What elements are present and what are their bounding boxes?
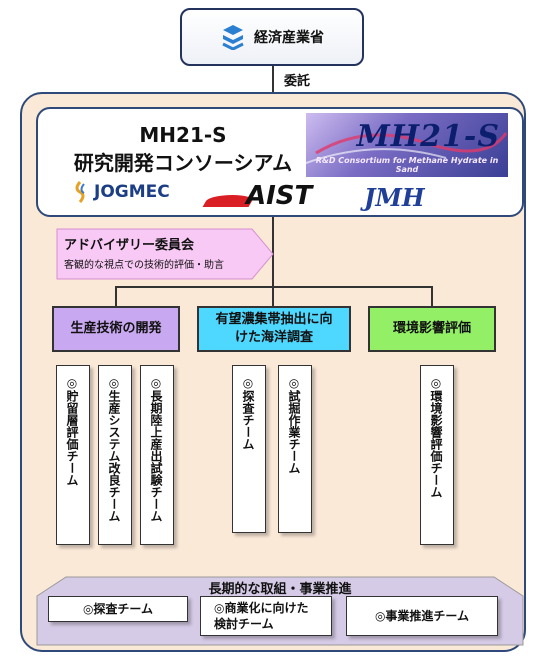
consortium-title: MH21-S 研究開発コンソーシアム xyxy=(58,121,308,177)
advisory-subtitle: 客観的な視点での技術的評価・助言 xyxy=(64,260,224,271)
long-term-item-commercialization: ◎商業化に向けた検討チーム xyxy=(200,596,332,636)
branch-drop-2 xyxy=(272,286,274,306)
long-term-section: 長期的な取組・事業推進 ◎探査チーム ◎商業化に向けた検討チーム ◎事業推進チー… xyxy=(36,576,524,646)
advisory-committee: アドバイザリー委員会 客観的な視点での技術的評価・助言 xyxy=(56,228,274,280)
logo-sub-text: R&D Consortium for Methane Hydrate in Sa… xyxy=(315,156,499,174)
group-label: 環境影響評価 xyxy=(392,321,471,336)
team-label: ◎生産システム改良チーム xyxy=(107,376,121,522)
advisory-title: アドバイザリー委員会 xyxy=(64,238,195,253)
jogmec-logo: JOGMEC xyxy=(72,181,170,203)
team-label: ◎探査チーム xyxy=(241,376,255,450)
aist-logo: AIST xyxy=(202,181,313,211)
team-label: ◎試掘作業チーム xyxy=(287,376,301,474)
consortium-box: MH21-S 研究開発コンソーシアム MH21-S R&D Consortium… xyxy=(36,107,524,217)
branch-drop-3 xyxy=(431,286,433,306)
team-long-term-test: ◎長期陸上産出試験チーム xyxy=(140,365,174,545)
mh21s-logo: MH21-S R&D Consortium for Methane Hydrat… xyxy=(306,113,508,177)
jmh-logo: JMH xyxy=(364,183,425,212)
jogmec-mark-icon xyxy=(75,181,85,203)
relation-label: 委託 xyxy=(284,74,311,89)
group-environment: 環境影響評価 xyxy=(368,306,496,352)
group-production-tech: 生産技術の開発 xyxy=(52,306,180,352)
long-term-item-promotion: ◎事業推進チーム xyxy=(346,596,498,636)
team-exploration: ◎探査チーム xyxy=(232,365,266,533)
ministry-connector xyxy=(272,66,274,108)
team-label: ◎貯留層評価チーム xyxy=(65,376,79,486)
group-label: 有望濃集帯抽出に向けた海洋調査 xyxy=(215,312,333,345)
long-term-item-label: ◎事業推進チーム xyxy=(374,609,470,623)
team-test-drilling: ◎試掘作業チーム xyxy=(278,365,312,533)
consortium-title-line2: 研究開発コンソーシアム xyxy=(73,151,293,175)
logo-main-text: MH21-S xyxy=(356,119,500,154)
ministry-box: 経済産業省 xyxy=(180,8,364,66)
logo-swirl-icon xyxy=(306,132,508,164)
long-term-item-label: ◎商業化に向けた検討チーム xyxy=(214,601,309,631)
advisory-shape xyxy=(56,228,274,280)
jogmec-text: JOGMEC xyxy=(94,182,170,202)
group-label: 生産技術の開発 xyxy=(70,321,162,336)
consortium-title-line1: MH21-S xyxy=(139,123,227,147)
ministry-name: 経済産業省 xyxy=(254,30,324,46)
team-production-system: ◎生産システム改良チーム xyxy=(98,365,132,545)
long-term-item-exploration: ◎探査チーム xyxy=(48,596,188,622)
group-ocean-survey: 有望濃集帯抽出に向けた海洋調査 xyxy=(197,306,351,352)
team-reservoir-eval: ◎貯留層評価チーム xyxy=(56,365,90,545)
trunk-line xyxy=(272,217,274,287)
branch-line xyxy=(115,286,433,288)
long-term-title: 長期的な取組・事業推進 xyxy=(208,582,352,597)
branch-drop-1 xyxy=(115,286,117,306)
meti-logo-icon xyxy=(222,25,244,50)
long-term-item-label: ◎探査チーム xyxy=(82,602,154,616)
team-label: ◎環境影響評価チーム xyxy=(429,376,443,498)
aist-text: AIST xyxy=(246,181,313,211)
team-environment-eval: ◎環境影響評価チーム xyxy=(420,365,454,545)
team-label: ◎長期陸上産出試験チーム xyxy=(149,376,163,522)
